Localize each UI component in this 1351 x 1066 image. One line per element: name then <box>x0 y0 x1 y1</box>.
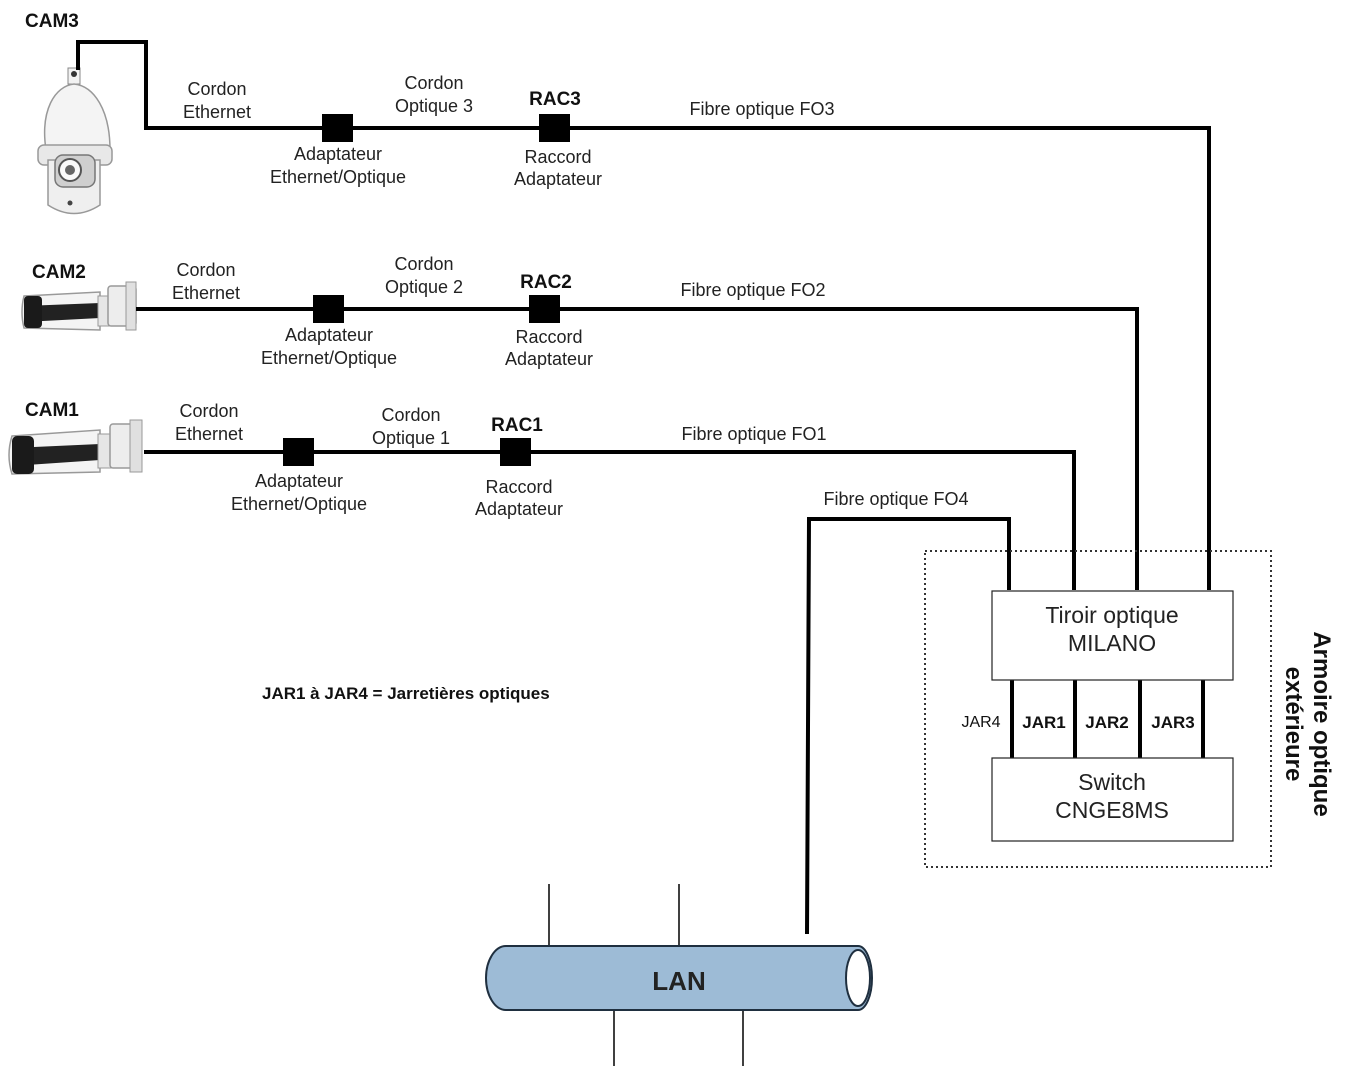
fibre-fo2-label: Fibre optique FO2 <box>680 280 825 300</box>
bullet-camera-icon <box>21 281 137 331</box>
raccord-2-label: Adaptateur <box>505 349 593 369</box>
fibre-fo2-wire <box>136 307 1139 590</box>
adaptateur-1-label: Adaptateur <box>255 471 343 491</box>
adaptateur-2-connector <box>313 295 344 323</box>
armoire-label: extérieure <box>1280 667 1307 782</box>
switch-label: Switch <box>1078 769 1146 795</box>
fibre-fo1-label: Fibre optique FO1 <box>681 424 826 444</box>
switch-label: CNGE8MS <box>1055 797 1169 823</box>
cordon-ethernet-3-label: Ethernet <box>183 102 251 122</box>
armoire-label: Armoire optique <box>1308 631 1335 816</box>
cordon-optique-1-label: Cordon <box>381 405 440 425</box>
switch-box <box>991 757 1234 842</box>
cordon-optique-2-label: Cordon <box>394 254 453 274</box>
adaptateur-3-label: Ethernet/Optique <box>270 167 406 187</box>
adaptateur-2-label: Adaptateur <box>285 325 373 345</box>
adaptateur-3-connector <box>322 114 353 142</box>
raccord-rac2-connector <box>529 295 560 323</box>
cordon-ethernet-2-label: Ethernet <box>172 283 240 303</box>
cordon-optique-3-label: Cordon <box>404 73 463 93</box>
raccord-3-label: Adaptateur <box>514 169 602 189</box>
tiroir-optique-box <box>991 590 1234 681</box>
raccord-rac1-connector <box>500 438 531 466</box>
raccord-1-label: Adaptateur <box>475 499 563 519</box>
cordon-optique-1-label: Optique 1 <box>372 428 450 448</box>
fibre-fo4-wire <box>805 517 1011 935</box>
cordon-ethernet-3-wire <box>76 40 338 130</box>
jar3-label: JAR3 <box>1151 713 1194 732</box>
cordon-optique-2-label: Optique 2 <box>385 277 463 297</box>
raccord-2-label: Raccord <box>515 327 582 347</box>
fibre-fo1-wire <box>144 450 1076 590</box>
rac1-label: RAC1 <box>491 415 543 436</box>
raccord-1-label: Raccord <box>485 477 552 497</box>
rac2-label: RAC2 <box>520 272 572 293</box>
cam3-label: CAM3 <box>25 11 79 32</box>
tiroir-label: Tiroir optique <box>1045 602 1178 628</box>
armoire-enclosure <box>924 550 1272 868</box>
fibre-fo3-label: Fibre optique FO3 <box>689 99 834 119</box>
adaptateur-1-connector <box>283 438 314 466</box>
raccord-rac3-connector <box>539 114 570 142</box>
bullet-camera-icon <box>8 419 143 475</box>
jar4-label: JAR4 <box>961 714 1000 731</box>
raccord-3-label: Raccord <box>524 147 591 167</box>
tiroir-label: MILANO <box>1068 630 1156 656</box>
dome-camera-icon <box>37 67 113 215</box>
lan-bus <box>485 945 873 1011</box>
adaptateur-2-label: Ethernet/Optique <box>261 348 397 368</box>
cordon-ethernet-1-label: Cordon <box>179 401 238 421</box>
fibre-fo4-label: Fibre optique FO4 <box>823 489 968 509</box>
cordon-optique-3-label: Optique 3 <box>395 96 473 116</box>
jar1-label: JAR1 <box>1022 713 1065 732</box>
cordon-ethernet-2-label: Cordon <box>176 260 235 280</box>
jarretieres-note: JAR1 à JAR4 = Jarretières optiques <box>262 684 550 703</box>
adaptateur-3-label: Adaptateur <box>294 144 382 164</box>
cordon-ethernet-3-label: Cordon <box>187 79 246 99</box>
fibre-fo3-wire <box>338 126 1211 590</box>
rac3-label: RAC3 <box>529 89 581 110</box>
adaptateur-1-label: Ethernet/Optique <box>231 494 367 514</box>
cordon-ethernet-1-label: Ethernet <box>175 424 243 444</box>
cam1-label: CAM1 <box>25 400 79 421</box>
lan-label: LAN <box>652 966 705 996</box>
cam2-label: CAM2 <box>32 262 86 283</box>
jar2-label: JAR2 <box>1085 713 1128 732</box>
